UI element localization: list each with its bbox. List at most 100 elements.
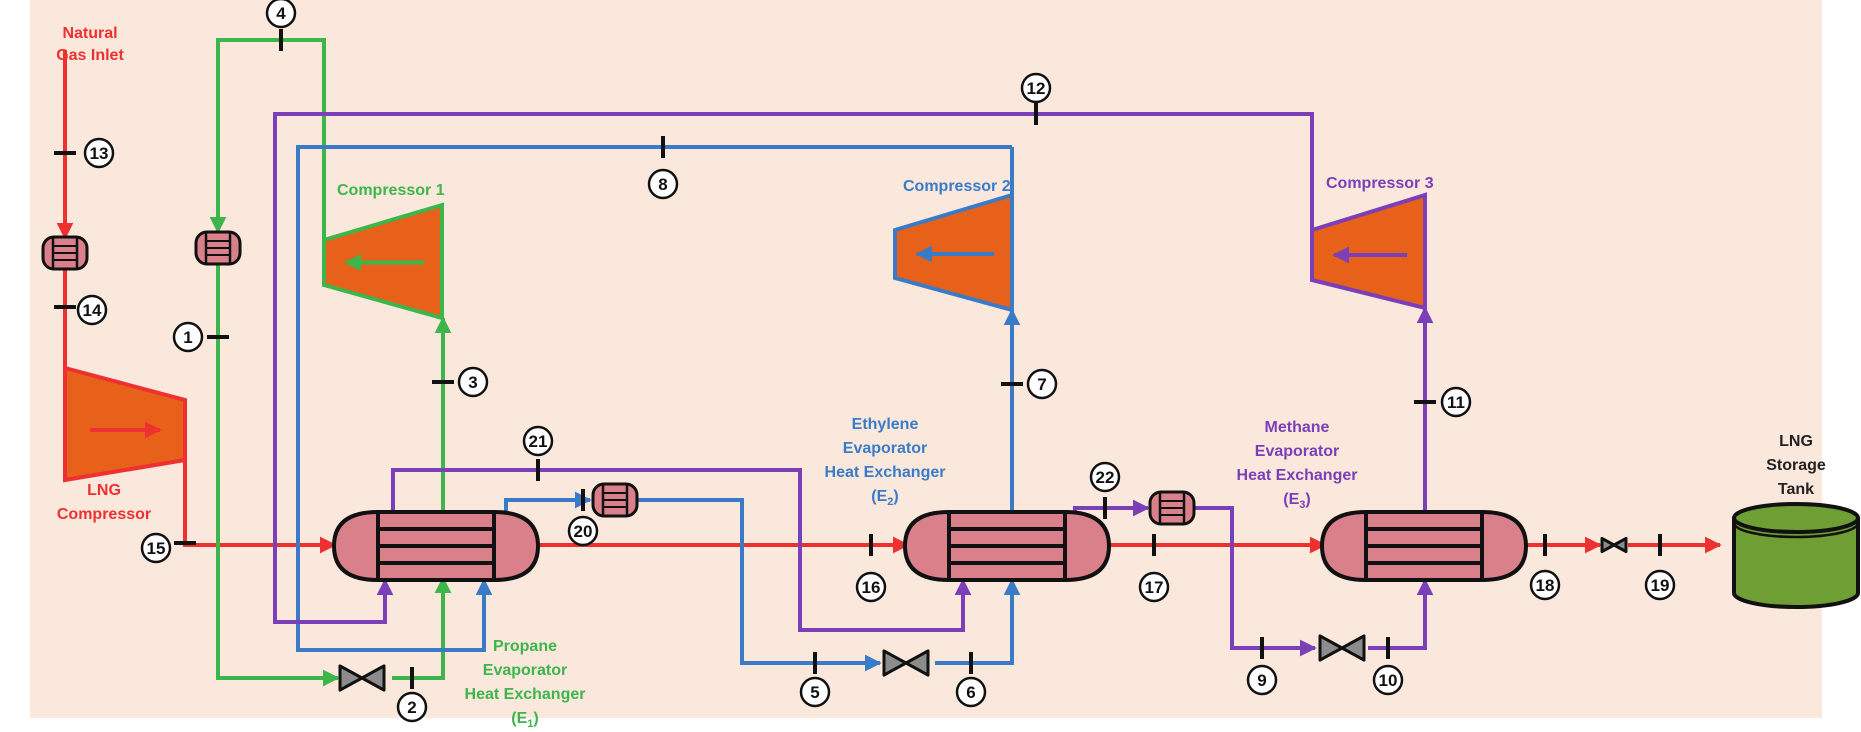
stream-point-circle [1246, 664, 1278, 696]
tank-top [1732, 502, 1860, 534]
pipe-6 [935, 578, 1021, 665]
lng-storage-tank[interactable] [1732, 502, 1860, 609]
pipe-1 [216, 262, 340, 687]
compressor-2[interactable] [893, 192, 1014, 313]
pipe-4 [209, 38, 326, 234]
ethylene-hx-label-line: Evaporator [843, 440, 927, 457]
stream-point-7[interactable]: 7 [1001, 368, 1058, 400]
stream-point-12[interactable]: 12 [1020, 72, 1052, 125]
hx-id-subscript: 3 [1299, 499, 1305, 511]
stream-point-10[interactable]: 10 [1372, 637, 1404, 696]
stream-point-14[interactable]: 14 [54, 294, 108, 326]
compressor-1[interactable] [322, 202, 444, 321]
pipe-21 [391, 468, 972, 632]
stream-point-6[interactable]: 6 [955, 652, 987, 708]
expansion-valve-3-right [1340, 634, 1366, 662]
methane-hx-label-line: Heat Exchanger [1237, 467, 1358, 484]
stream-point-4[interactable]: 4 [265, 0, 297, 51]
expansion-valve-1-left [338, 664, 364, 692]
compressor-1-label: Compressor 1 [337, 182, 445, 199]
stream-point-21[interactable]: 21 [522, 425, 554, 481]
compressor-3[interactable] [1310, 192, 1427, 311]
stream-point-circle [172, 321, 204, 353]
stream-point-16[interactable]: 16 [855, 534, 887, 603]
stream-point-circle [1372, 664, 1404, 696]
pipe-12 [273, 112, 1314, 624]
pipe-9 [1195, 506, 1317, 657]
stream-point-number: 19 [1651, 576, 1670, 595]
stream-point-circle [1020, 72, 1052, 104]
stream-point-1[interactable]: 1 [172, 321, 229, 353]
lng-throttle-valve-right [1612, 536, 1628, 554]
stream-point-13[interactable]: 13 [54, 137, 115, 169]
hx-id-suffix: ) [893, 488, 898, 505]
stream-point-number: 5 [810, 683, 819, 702]
lng-compressor-body [63, 365, 187, 483]
stream-point-number: 7 [1037, 375, 1046, 394]
stream-point-3[interactable]: 3 [432, 366, 489, 398]
pipe-5 [638, 498, 882, 672]
propane-hx-label-id: (E1) [511, 710, 538, 730]
hx-id-suffix: ) [1305, 491, 1310, 508]
stream-point-circle [1089, 461, 1121, 493]
lng-compressor[interactable] [63, 365, 187, 483]
hx-id-subscript: 1 [527, 718, 533, 730]
pipe-2 [392, 576, 452, 680]
stream-point-circle [1529, 569, 1561, 601]
propane-condenser[interactable] [194, 230, 242, 266]
stream-point-2[interactable]: 2 [396, 667, 428, 723]
stream-point-5[interactable]: 5 [799, 652, 831, 708]
natural-gas-precooler[interactable] [41, 235, 89, 271]
expansion-valve-2[interactable] [882, 649, 930, 677]
stream-point-19[interactable]: 19 [1644, 534, 1676, 601]
stream-point-circle [647, 168, 679, 200]
propane-evaporator-heat-exchanger[interactable] [331, 510, 541, 582]
ethylene-evaporator-heat-exchanger[interactable] [902, 510, 1112, 582]
stream-point-circle [76, 294, 108, 326]
expansion-valve-3[interactable] [1318, 634, 1366, 662]
pipe-8 [296, 145, 1012, 652]
stream-point-9[interactable]: 9 [1246, 637, 1278, 696]
lng-throttle-valve[interactable] [1600, 536, 1628, 554]
stream-point-11[interactable]: 11 [1414, 386, 1472, 418]
methane-evaporator-heat-exchanger[interactable] [1319, 510, 1529, 582]
stream-point-number: 1 [183, 328, 192, 347]
stream-point-18[interactable]: 18 [1529, 534, 1561, 601]
stream-point-15[interactable]: 15 [140, 532, 196, 564]
stream-point-circle [396, 691, 428, 723]
methane-condenser[interactable] [1148, 490, 1196, 526]
stream-point-circle [855, 571, 887, 603]
ethylene-hx-label-line: Heat Exchanger [825, 464, 946, 481]
hx-id-prefix: (E [871, 488, 887, 505]
stream-point-20[interactable]: 20 [567, 489, 599, 547]
expansion-valve-1-right [360, 664, 386, 692]
diagram-background [30, 0, 1822, 718]
expansion-valve-1[interactable] [338, 664, 386, 692]
stream-point-22[interactable]: 22 [1089, 461, 1121, 519]
stream-point-circle [1026, 368, 1058, 400]
expansion-valve-2-left [882, 649, 908, 677]
lng-compressor-label-line: LNG [87, 482, 121, 499]
lng-storage-tank-label-line: Storage [1766, 457, 1826, 474]
equipment-layer [41, 192, 1860, 692]
stream-point-circle [799, 676, 831, 708]
ethylene-condenser[interactable] [591, 482, 639, 518]
stream-point-17[interactable]: 17 [1138, 534, 1170, 603]
lng-compressor-label-line: Compressor [57, 506, 151, 523]
stream-point-number: 12 [1027, 79, 1046, 98]
stream-point-circle [83, 137, 115, 169]
stream-point-number: 9 [1257, 671, 1266, 690]
pipe-20 [504, 491, 592, 512]
lng-throttle-valve-left [1600, 536, 1616, 554]
methane-hx-label-line: Methane [1265, 419, 1330, 436]
stream-point-number: 10 [1379, 671, 1398, 690]
compressor-3-label: Compressor 3 [1326, 175, 1434, 192]
stream-point-number: 22 [1096, 468, 1115, 487]
stream-point-8[interactable]: 8 [647, 136, 679, 200]
